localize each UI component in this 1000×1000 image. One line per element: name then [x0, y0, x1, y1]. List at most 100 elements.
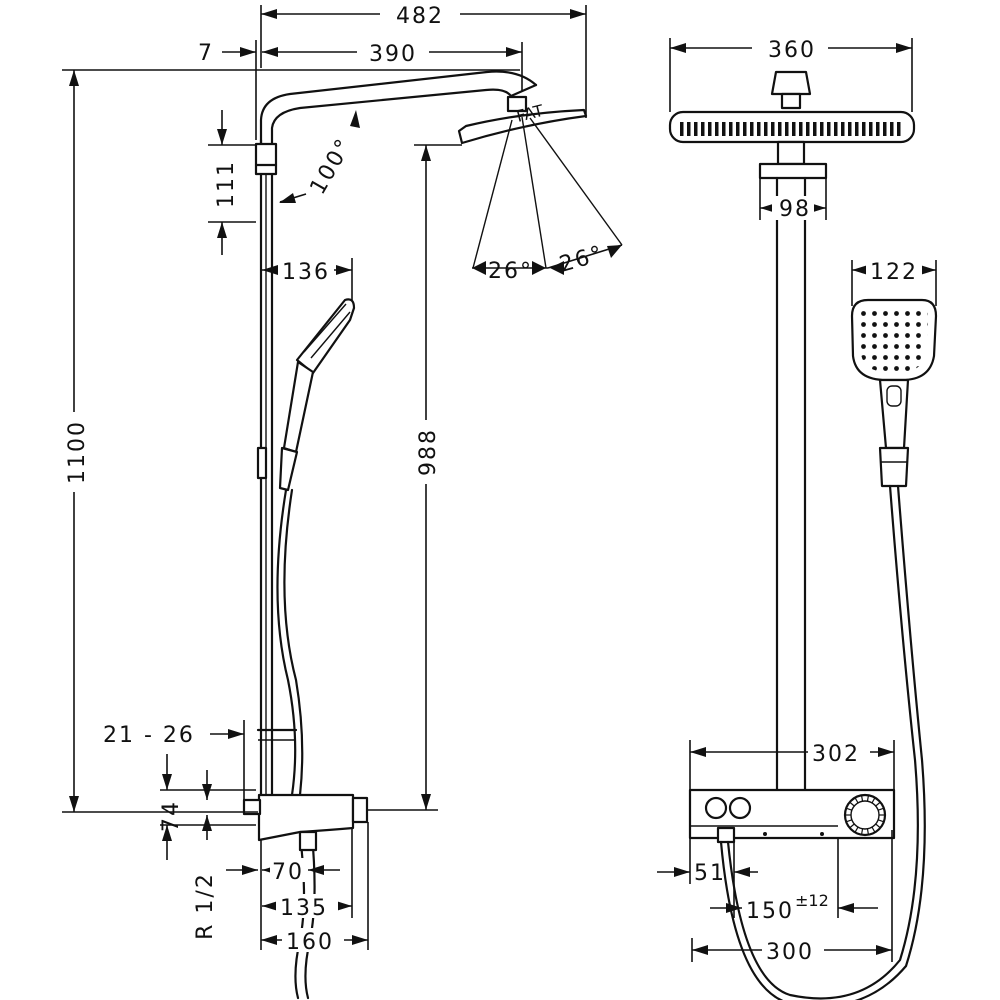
- dim-302: 302: [812, 742, 860, 767]
- head-joint: [506, 95, 528, 113]
- knob-ridge: [860, 795, 864, 802]
- head-connector-front: [770, 70, 812, 96]
- nozzle-slot: [764, 122, 768, 136]
- arm-collar-front: [758, 162, 828, 180]
- nozzle-slot: [813, 122, 817, 136]
- dim-300: 300: [766, 940, 814, 965]
- hose-front-inner: [719, 484, 926, 1000]
- side-view: FAT: [242, 70, 623, 1000]
- dim-135: 135: [280, 896, 328, 921]
- arm-holder-block: [254, 142, 278, 176]
- nozzle-slot: [729, 122, 733, 136]
- shower-arm-bottom: [270, 88, 513, 152]
- overhead-shower-nozzles: [680, 122, 901, 136]
- nozzle-slot: [834, 122, 838, 136]
- knob-ridge: [849, 801, 855, 807]
- knob-ridge: [871, 826, 876, 833]
- nozzle-slot: [820, 122, 824, 136]
- hose-connector-front: [716, 826, 736, 844]
- knob-ridge: [854, 797, 859, 804]
- dim-988: 988: [416, 428, 441, 476]
- outlet-connector-side: [298, 830, 318, 852]
- nozzle-slot: [694, 122, 698, 136]
- hand-shower-head-side: [295, 298, 356, 375]
- knob-ridge: [849, 823, 855, 829]
- dim-150-tolerance: ±12: [795, 891, 829, 910]
- hand-shower-spray-holes: [860, 308, 928, 372]
- knob-ridge: [866, 828, 870, 835]
- knob-ridge: [846, 819, 853, 823]
- nozzle-slot: [792, 122, 796, 136]
- dim-21-26: 21 - 26: [103, 723, 195, 748]
- dim-74: 74: [159, 800, 184, 832]
- dim-111: 111: [214, 160, 239, 208]
- dim-122: 122: [870, 260, 918, 285]
- nozzle-slot: [855, 122, 859, 136]
- hand-shower-holder-front: [878, 446, 910, 488]
- dim-1100: 1100: [65, 420, 90, 484]
- hand-shower-grip-side: [278, 446, 299, 492]
- hose-front-outer: [726, 484, 919, 1000]
- knob-ridge: [871, 797, 876, 804]
- dim-r-1-2: R 1/2: [193, 872, 218, 940]
- dim-70: 70: [272, 860, 304, 885]
- nozzle-slot: [890, 122, 894, 136]
- diverter-button-2: [728, 796, 752, 820]
- nozzle-slot: [778, 122, 782, 136]
- thermostat-knob-side: [351, 796, 369, 824]
- nozzle-slot: [708, 122, 712, 136]
- dim-98: 98: [779, 197, 811, 222]
- nozzle-slot: [883, 122, 887, 136]
- nozzle-slot: [750, 122, 754, 136]
- diverter-button-1: [704, 796, 728, 820]
- shower-arm-end: [509, 83, 538, 98]
- nozzle-slot: [715, 122, 719, 136]
- spray-line-3: [529, 117, 623, 246]
- nozzle-slot: [771, 122, 775, 136]
- dim-51: 51: [694, 861, 726, 886]
- nozzle-slot: [862, 122, 866, 136]
- knob-ridge: [875, 823, 881, 829]
- nozzle-slot: [680, 122, 684, 136]
- nozzle-slot: [869, 122, 873, 136]
- nozzle-slot: [785, 122, 789, 136]
- nozzle-slot: [743, 122, 747, 136]
- nozzle-slot: [841, 122, 845, 136]
- nozzle-slot: [876, 122, 880, 136]
- nozzle-slot: [687, 122, 691, 136]
- knob-ridge: [877, 819, 884, 823]
- front-dimensions: 360 98 122 302 51: [657, 36, 937, 965]
- hose-side-b: [283, 488, 304, 797]
- dim-7: 7: [198, 41, 214, 66]
- hose-side-a: [276, 488, 297, 797]
- nozzle-slot: [848, 122, 852, 136]
- spray-line-2: [521, 116, 547, 269]
- nozzle-slot: [757, 122, 761, 136]
- slider-clamp: [256, 446, 268, 480]
- hand-shower-handle-front: [878, 378, 910, 450]
- knob-ridge: [854, 826, 859, 833]
- nozzle-slot: [701, 122, 705, 136]
- dim-360: 360: [768, 38, 816, 63]
- front-view: [668, 70, 938, 1000]
- knob-ridge: [866, 795, 870, 802]
- spray-line-1: [472, 119, 513, 269]
- knob-ridge: [846, 807, 853, 811]
- dim-26-deg-b: 26°: [557, 241, 607, 277]
- shower-arm-top: [259, 70, 538, 152]
- dim-160: 160: [286, 930, 334, 955]
- nozzle-slot: [827, 122, 831, 136]
- knob-ridges: [845, 795, 885, 835]
- knob-ridge: [860, 828, 864, 835]
- knob-ridge: [877, 807, 884, 811]
- dim-26-deg-a: 26°: [488, 259, 533, 284]
- nozzle-slot: [799, 122, 803, 136]
- dim-482: 482: [396, 4, 444, 29]
- nozzle-slot: [722, 122, 726, 136]
- hand-shower-handle-side: [282, 360, 315, 454]
- nozzle-slot: [806, 122, 810, 136]
- knob-ridge: [875, 801, 881, 807]
- side-dimensions: 482 7 390 111 100° 988: [60, 2, 623, 955]
